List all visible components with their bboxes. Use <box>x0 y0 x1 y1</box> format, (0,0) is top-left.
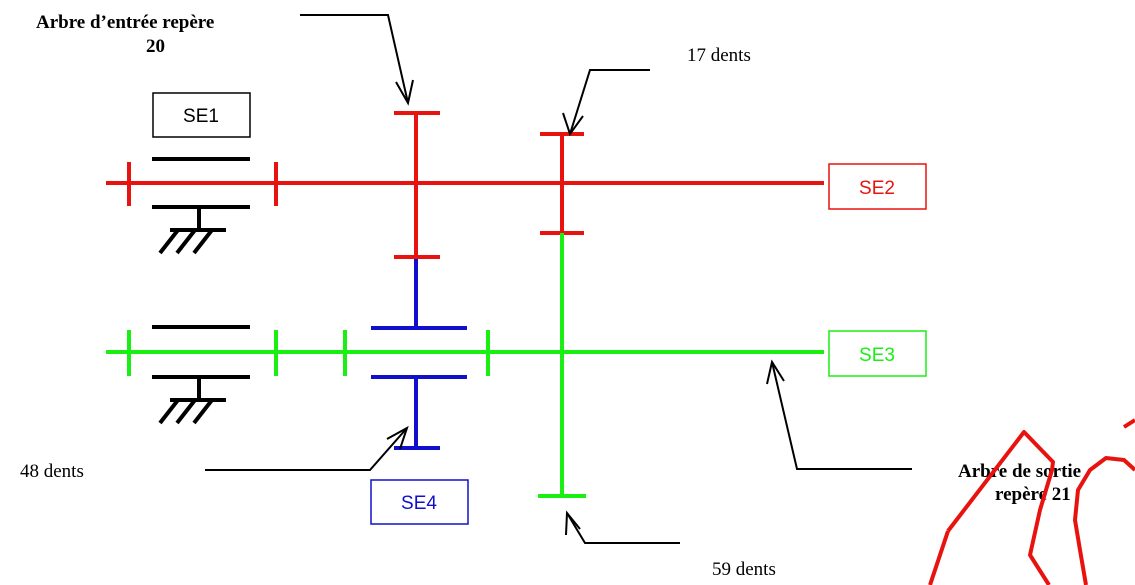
label-output-shaft-line1: Arbre de sortie <box>958 461 1081 482</box>
annotation-arrows <box>205 14 912 544</box>
arrow-output-shaft-head <box>766 359 785 385</box>
arrow-59-dents <box>566 512 680 544</box>
arrow-59-dents-head <box>565 510 581 536</box>
ground-2-hatch-2 <box>175 398 197 425</box>
label-59-dents: 59 dents <box>712 559 776 580</box>
box-se2: SE2 <box>828 163 927 210</box>
ground-1-hatch-1 <box>158 228 180 255</box>
ground-1-hatch-2 <box>175 228 197 255</box>
shaft-se2 <box>106 111 824 259</box>
element-se4 <box>371 259 467 450</box>
label-output-shaft-line2: repère 21 <box>995 484 1071 505</box>
red-scribble <box>928 418 1135 585</box>
box-se3: SE3 <box>828 330 927 377</box>
box-se1: SE1 <box>152 92 251 138</box>
box-se2-label: SE2 <box>859 178 895 199</box>
arrow-17-dents <box>569 69 650 135</box>
arrow-input-shaft-head <box>395 79 414 106</box>
label-48-dents: 48 dents <box>20 461 84 482</box>
arrow-input-shaft <box>300 14 409 104</box>
arrow-48-dents-head <box>386 425 409 450</box>
arrow-17-dents-head <box>562 112 584 137</box>
ground-1-hatch-3 <box>192 228 214 255</box>
box-se4: SE4 <box>370 479 469 525</box>
arrow-output-shaft <box>771 361 912 470</box>
shaft-se3 <box>106 233 824 498</box>
ground-2-hatch-3 <box>192 398 214 425</box>
arrow-48-dents <box>205 427 408 471</box>
box-se4-label: SE4 <box>401 493 437 514</box>
label-input-shaft-line1: Arbre d’entrée repère <box>36 12 214 33</box>
box-se3-label: SE3 <box>859 345 895 366</box>
frame-se1 <box>152 157 250 425</box>
ground-2-hatch-1 <box>158 398 180 425</box>
box-se1-label: SE1 <box>183 106 219 127</box>
label-input-shaft-line2: 20 <box>146 36 165 57</box>
label-17-dents: 17 dents <box>687 45 751 66</box>
